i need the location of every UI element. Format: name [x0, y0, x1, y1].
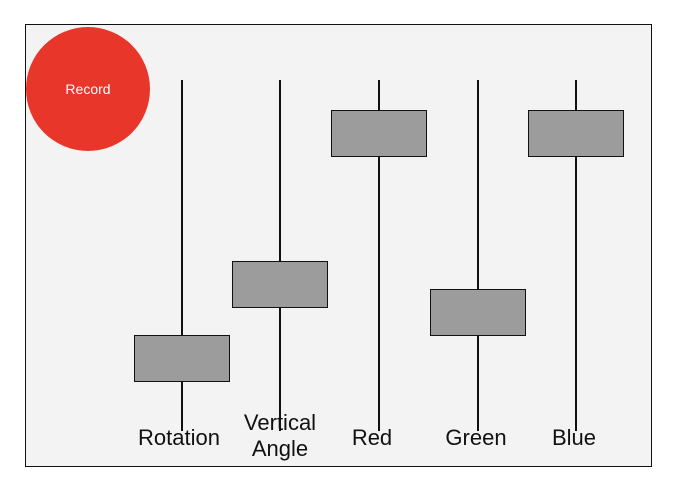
slider-green	[430, 24, 526, 464]
slider-label-vertical-angle: Vertical Angle	[243, 410, 317, 462]
slider-handle[interactable]	[528, 110, 624, 158]
slider-track[interactable]	[378, 80, 380, 431]
slider-label-blue: Blue	[551, 425, 597, 450]
slider-vertical-angle	[232, 24, 328, 464]
slider-handle[interactable]	[134, 334, 230, 382]
slider-handle[interactable]	[430, 289, 526, 337]
slider-label-red: Red	[351, 425, 393, 450]
slider-track[interactable]	[477, 80, 479, 431]
slider-blue	[528, 24, 624, 464]
slider-track[interactable]	[575, 80, 577, 431]
slider-track[interactable]	[181, 80, 183, 431]
slider-rotation	[134, 24, 230, 464]
slider-handle[interactable]	[331, 110, 427, 158]
slider-track[interactable]	[279, 80, 281, 431]
record-button[interactable]: Record	[26, 27, 150, 151]
slider-red	[331, 24, 427, 464]
slider-label-green: Green	[445, 425, 507, 450]
slider-label-rotation: Rotation	[138, 425, 220, 450]
slider-handle[interactable]	[232, 261, 328, 309]
